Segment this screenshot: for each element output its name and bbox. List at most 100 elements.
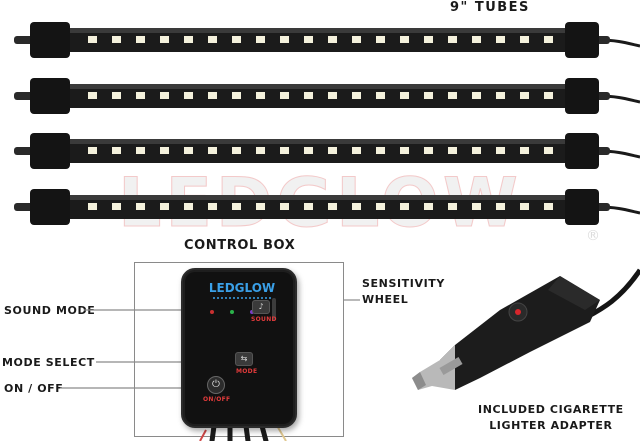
led-chip bbox=[352, 36, 361, 43]
led-chip bbox=[520, 36, 529, 43]
led-chip bbox=[232, 147, 241, 154]
led-chip bbox=[136, 203, 145, 210]
wire-4 bbox=[259, 423, 269, 441]
led-tube-3 bbox=[14, 133, 640, 169]
led-chip bbox=[400, 36, 409, 43]
led-chip bbox=[544, 147, 553, 154]
adapter-label: INCLUDED CIGARETTE LIGHTER ADAPTER bbox=[478, 402, 624, 434]
sensitivity-label: SENSITIVITY bbox=[362, 277, 445, 290]
tube-right-cap bbox=[565, 22, 599, 58]
led-chip bbox=[112, 147, 121, 154]
led-red bbox=[210, 310, 214, 314]
mode-button[interactable]: ⇆ bbox=[235, 352, 253, 366]
led-chip bbox=[496, 36, 505, 43]
led-chip bbox=[496, 147, 505, 154]
led-chip bbox=[328, 92, 337, 99]
led-chip bbox=[352, 92, 361, 99]
power-button-label: ON/OFF bbox=[203, 396, 231, 403]
adapter-label-line2: LIGHTER ADAPTER bbox=[489, 419, 613, 432]
led-chip bbox=[256, 92, 265, 99]
led-chip bbox=[376, 92, 385, 99]
led-chip bbox=[184, 92, 193, 99]
led-chip bbox=[232, 36, 241, 43]
wire-3 bbox=[243, 423, 251, 441]
led-chip bbox=[376, 147, 385, 154]
led-chip bbox=[88, 92, 97, 99]
tube-highlight bbox=[64, 84, 570, 89]
control-box bbox=[181, 268, 297, 428]
tube-left-tab bbox=[14, 203, 34, 211]
tube-left-tab bbox=[14, 36, 34, 44]
tube-left-cap bbox=[30, 78, 70, 114]
led-chip bbox=[88, 147, 97, 154]
led-chip bbox=[232, 92, 241, 99]
power-button[interactable]: ⏻ bbox=[207, 376, 225, 394]
led-chip bbox=[448, 36, 457, 43]
sensitivity-wheel[interactable] bbox=[272, 298, 276, 320]
led-chip bbox=[208, 36, 217, 43]
led-chip bbox=[424, 92, 433, 99]
led-chip bbox=[472, 92, 481, 99]
sound-button-label: SOUND bbox=[251, 316, 277, 323]
cigarette-adapter bbox=[412, 268, 640, 390]
led-chip bbox=[520, 203, 529, 210]
led-chip bbox=[544, 203, 553, 210]
control-logo-text: LEDGLOW bbox=[209, 281, 275, 295]
tube-body bbox=[64, 195, 570, 219]
led-chip bbox=[424, 147, 433, 154]
adapter-label-line1: INCLUDED CIGARETTE bbox=[478, 403, 624, 416]
sound-button[interactable]: ♪ bbox=[252, 300, 270, 314]
adapter-tip bbox=[412, 372, 426, 390]
led-chip bbox=[448, 147, 457, 154]
led-chip bbox=[208, 92, 217, 99]
led-chip bbox=[520, 92, 529, 99]
sound-icon: ♪ bbox=[258, 302, 264, 311]
led-chip bbox=[160, 92, 169, 99]
adapter-body bbox=[440, 276, 600, 390]
wheel-label: WHEEL bbox=[362, 293, 409, 306]
led-chip bbox=[400, 203, 409, 210]
led-chip bbox=[280, 147, 289, 154]
led-chip bbox=[376, 203, 385, 210]
mode-button-label: MODE bbox=[236, 368, 258, 375]
tube-body bbox=[64, 28, 570, 52]
led-chip bbox=[208, 203, 217, 210]
mode-icon: ⇆ bbox=[240, 354, 248, 363]
control-box-callout-frame bbox=[134, 262, 344, 437]
led-chip bbox=[160, 36, 169, 43]
led-chip bbox=[112, 36, 121, 43]
led-chip bbox=[280, 92, 289, 99]
led-chip bbox=[232, 203, 241, 210]
tube-left-tab bbox=[14, 147, 34, 155]
on-off-label: ON / OFF bbox=[4, 382, 64, 395]
led-chip bbox=[376, 36, 385, 43]
led-chip bbox=[136, 92, 145, 99]
led-chip bbox=[304, 147, 313, 154]
wire-red bbox=[199, 429, 207, 441]
power-icon: ⏻ bbox=[212, 379, 220, 390]
led-chip bbox=[280, 203, 289, 210]
led-chip bbox=[448, 92, 457, 99]
tube-right-cap bbox=[565, 189, 599, 225]
tube-body bbox=[64, 84, 570, 108]
led-chip bbox=[544, 92, 553, 99]
tube-highlight bbox=[64, 28, 570, 33]
led-tube-4 bbox=[14, 189, 640, 225]
led-chip bbox=[112, 92, 121, 99]
led-chip bbox=[88, 36, 97, 43]
led-chip bbox=[400, 147, 409, 154]
tube-left-tab bbox=[14, 92, 34, 100]
led-chip bbox=[184, 36, 193, 43]
led-chip bbox=[472, 36, 481, 43]
sensitivity-wheel-label: SENSITIVITY WHEEL bbox=[362, 276, 445, 308]
led-chip bbox=[496, 203, 505, 210]
logo-dots bbox=[213, 297, 271, 299]
led-chip bbox=[184, 147, 193, 154]
tube-right-cap bbox=[565, 133, 599, 169]
led-chip bbox=[160, 203, 169, 210]
led-chip bbox=[136, 36, 145, 43]
led-chip bbox=[256, 203, 265, 210]
tube-left-cap bbox=[30, 189, 70, 225]
tube-body bbox=[64, 139, 570, 163]
